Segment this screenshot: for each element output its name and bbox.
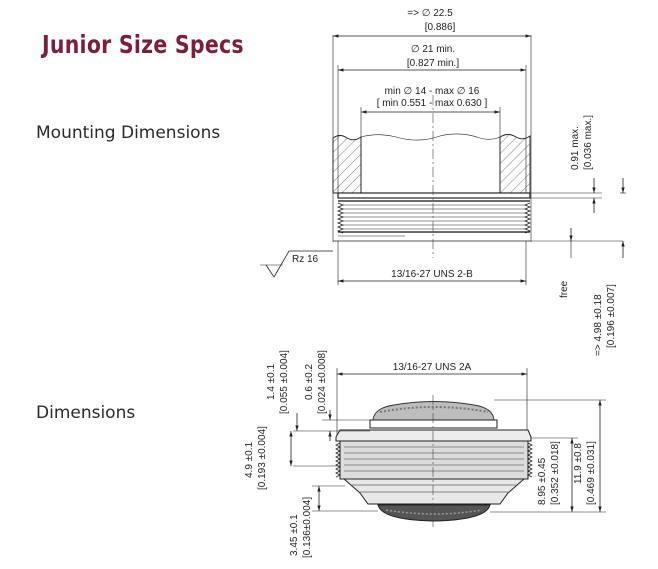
dim-0-6-mm: 0.6 ±0.2 [304,363,315,400]
right-thread-teeth [523,202,532,234]
dim-8-95-mm: 8.95 ±0.45 [537,457,548,505]
dim-8-95-in: [0.352 ±0.018] [550,441,561,505]
dimensions-label: Dimensions [36,403,136,423]
outer-diameter-mm: => ∅ 22.5 [407,8,453,19]
depth-in: [0.036 max.] [583,115,594,170]
product-drawing: 13/16-27 UNS 2A [244,350,606,558]
bore-diameter-mm: min ∅ 14 - max ∅ 16 [385,86,480,97]
left-thread-teeth [336,202,345,234]
roughness-label: Rz 16 [292,254,319,265]
min-diameter-in: [0.827 min.] [407,58,459,69]
length-mm: => 4.98 ±0.18 [593,294,604,356]
mounting-dimensions-label: Mounting Dimensions [36,123,221,143]
length-in: [0.196 ±0.007] [606,284,617,348]
free-label: free [559,280,570,298]
dim-1-4-mm: 1.4 ±0.1 [266,363,277,400]
dim-1-4-in: [0.055 ±0.004] [279,350,290,414]
dim-3-45-mm: 3.45 ±0.1 [289,514,300,556]
depth-mm: 0.91 max. [570,126,581,170]
dim-4-9-in: [0.193 ±0.004] [257,426,268,490]
dim-11-9-mm: 11.9 ±0.8 [573,443,584,484]
break-line [360,133,501,141]
roughness-symbol [265,250,333,278]
lower-taper [342,478,526,505]
dim-11-9-in: [0.469 ±0.031] [586,441,597,505]
dim-3-45-in: [0.136±0.004] [302,497,313,558]
bore-diameter-in: [ min 0.551 - max 0.630 ] [377,98,488,109]
mounting-drawing: => ∅ 22.5 [0.886] ∅ 21 min. [0.827 min.]… [260,8,626,356]
thread-2a-callout: 13/16-27 UNS 2A [393,362,472,373]
outer-diameter-in: [0.886] [425,22,456,33]
right-wall-hatch [499,134,531,194]
min-diameter-mm: ∅ 21 min. [411,44,455,55]
dim-4-9-mm: 4.9 ±0.1 [244,441,255,478]
dim-0-6-in: [0.024 ±0.008] [317,350,328,414]
left-wall-hatch [332,135,362,194]
page-title: Junior Size Specs [42,30,244,59]
bottom-mesh [377,504,491,522]
mesh-dome [372,401,495,421]
thread-callout: 13/16-27 UNS 2-B [391,269,473,280]
